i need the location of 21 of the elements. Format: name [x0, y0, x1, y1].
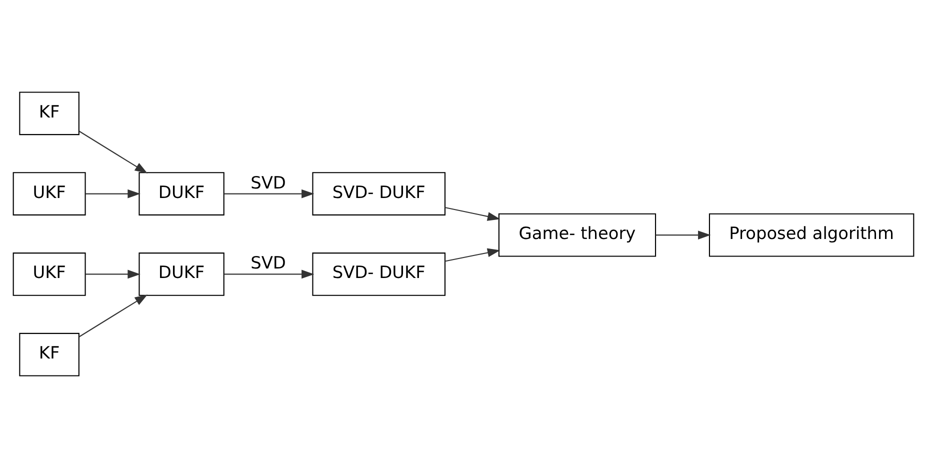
node-box: UKF: [12, 252, 86, 296]
node-box: Game- theory: [498, 213, 656, 257]
arrow: [78, 130, 148, 174]
arrow: [444, 248, 500, 262]
arrow: [444, 206, 500, 221]
arrow: [224, 189, 314, 198]
edge-label: SVD: [250, 252, 286, 273]
arrow: [78, 294, 148, 338]
node-box: UKF: [12, 172, 86, 216]
arrow: [656, 230, 711, 240]
node-box: DUKF: [138, 252, 224, 296]
arrow: [86, 189, 140, 198]
node-box: KF: [19, 92, 80, 136]
node-box: Proposed algorithm: [708, 213, 914, 257]
node-box: KF: [19, 332, 80, 376]
node-box: SVD- DUKF: [312, 252, 446, 296]
arrow: [86, 270, 140, 279]
node-box: DUKF: [138, 172, 224, 216]
node-box: SVD- DUKF: [312, 172, 446, 216]
arrow: [224, 270, 314, 279]
edge-label: SVD: [250, 172, 286, 192]
